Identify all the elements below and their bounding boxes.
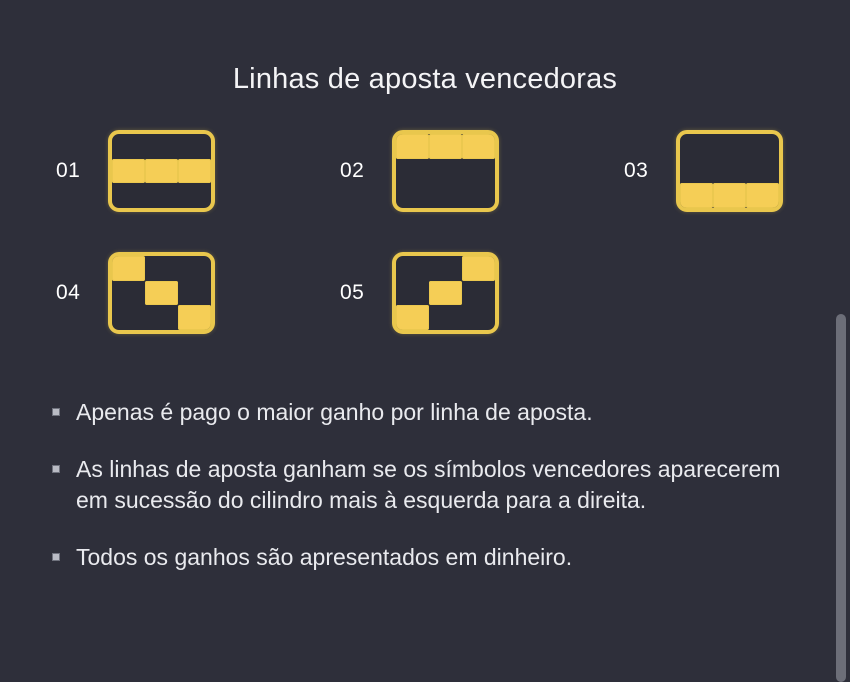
payline-label: 02 bbox=[340, 159, 365, 182]
payline-cell-empty bbox=[429, 159, 462, 184]
payline-cell-empty bbox=[112, 305, 145, 330]
payline-item-05: 05 bbox=[340, 252, 499, 334]
payline-cell-empty bbox=[462, 305, 495, 330]
payline-cell-empty bbox=[429, 305, 462, 330]
rules-list: Apenas é pago o maior ganho por linha de… bbox=[48, 374, 808, 573]
payline-cell-empty bbox=[746, 134, 779, 159]
payline-cell-active bbox=[713, 183, 746, 208]
payline-list: 01 02 03 04 05 bbox=[0, 120, 850, 350]
bullet-square-icon bbox=[52, 553, 60, 561]
payline-cell-empty bbox=[713, 159, 746, 184]
payline-item-04: 04 bbox=[56, 252, 215, 334]
payline-cell-empty bbox=[680, 134, 713, 159]
bullet-square-icon bbox=[52, 408, 60, 416]
rule-text: As linhas de aposta ganham se os símbolo… bbox=[76, 456, 781, 513]
payline-cell-empty bbox=[145, 183, 178, 208]
rule-text: Apenas é pago o maior ganho por linha de… bbox=[76, 399, 593, 425]
payline-cell-empty bbox=[396, 159, 429, 184]
payline-grid bbox=[108, 130, 215, 212]
payline-cell-empty bbox=[680, 159, 713, 184]
payline-label: 05 bbox=[340, 281, 365, 304]
payline-item-02: 02 bbox=[340, 130, 499, 212]
payline-grid bbox=[676, 130, 783, 212]
payline-item-01: 01 bbox=[56, 130, 215, 212]
payline-cell-active bbox=[396, 134, 429, 159]
payline-cell-empty bbox=[145, 134, 178, 159]
payline-item-03: 03 bbox=[624, 130, 783, 212]
page-title: Linhas de aposta vencedoras bbox=[232, 63, 618, 96]
payline-cell-active bbox=[112, 256, 145, 281]
payline-cell-empty bbox=[713, 134, 746, 159]
payline-cell-active bbox=[145, 280, 178, 306]
bullet-square-icon bbox=[52, 465, 60, 473]
payline-cell-empty bbox=[462, 281, 495, 306]
payline-grid bbox=[108, 252, 215, 334]
payline-cell-active bbox=[112, 158, 145, 184]
rule-item: Apenas é pago o maior ganho por linha de… bbox=[48, 397, 808, 428]
payline-cell-empty bbox=[396, 256, 429, 281]
rule-text: Todos os ganhos são apresentados em dinh… bbox=[76, 544, 573, 570]
payline-cell-active bbox=[178, 158, 211, 184]
payline-cell-active bbox=[746, 183, 779, 208]
payline-cell-empty bbox=[178, 134, 211, 159]
payline-cell-empty bbox=[746, 159, 779, 184]
payline-cell-empty bbox=[462, 159, 495, 184]
payline-cell-active bbox=[429, 134, 462, 159]
payline-cell-active bbox=[680, 183, 713, 208]
payline-grid bbox=[392, 252, 499, 334]
payline-cell-empty bbox=[178, 256, 211, 281]
payline-cell-empty bbox=[112, 134, 145, 159]
payline-cell-active bbox=[462, 134, 495, 159]
scrollbar-thumb[interactable] bbox=[836, 314, 846, 682]
payline-cell-active bbox=[178, 305, 211, 330]
payline-label: 04 bbox=[56, 281, 81, 304]
payline-cell-empty bbox=[112, 281, 145, 306]
payline-label: 03 bbox=[624, 159, 649, 182]
payline-cell-empty bbox=[396, 281, 429, 306]
payline-cell-empty bbox=[145, 256, 178, 281]
payline-cell-empty bbox=[178, 183, 211, 208]
rule-item: As linhas de aposta ganham se os símbolo… bbox=[48, 454, 808, 516]
scrollbar-track[interactable] bbox=[832, 0, 850, 682]
payline-cell-active bbox=[462, 256, 495, 281]
payline-grid bbox=[392, 130, 499, 212]
payline-cell-empty bbox=[145, 305, 178, 330]
payline-cell-active bbox=[429, 280, 462, 306]
payline-label: 01 bbox=[56, 159, 81, 182]
payline-cell-empty bbox=[429, 256, 462, 281]
payline-cell-empty bbox=[178, 281, 211, 306]
rule-item: Todos os ganhos são apresentados em dinh… bbox=[48, 542, 808, 573]
payline-cell-empty bbox=[462, 183, 495, 208]
payline-cell-empty bbox=[112, 183, 145, 208]
payline-cell-empty bbox=[396, 183, 429, 208]
payline-cell-empty bbox=[429, 183, 462, 208]
payline-cell-active bbox=[145, 158, 178, 184]
payline-cell-active bbox=[396, 305, 429, 330]
